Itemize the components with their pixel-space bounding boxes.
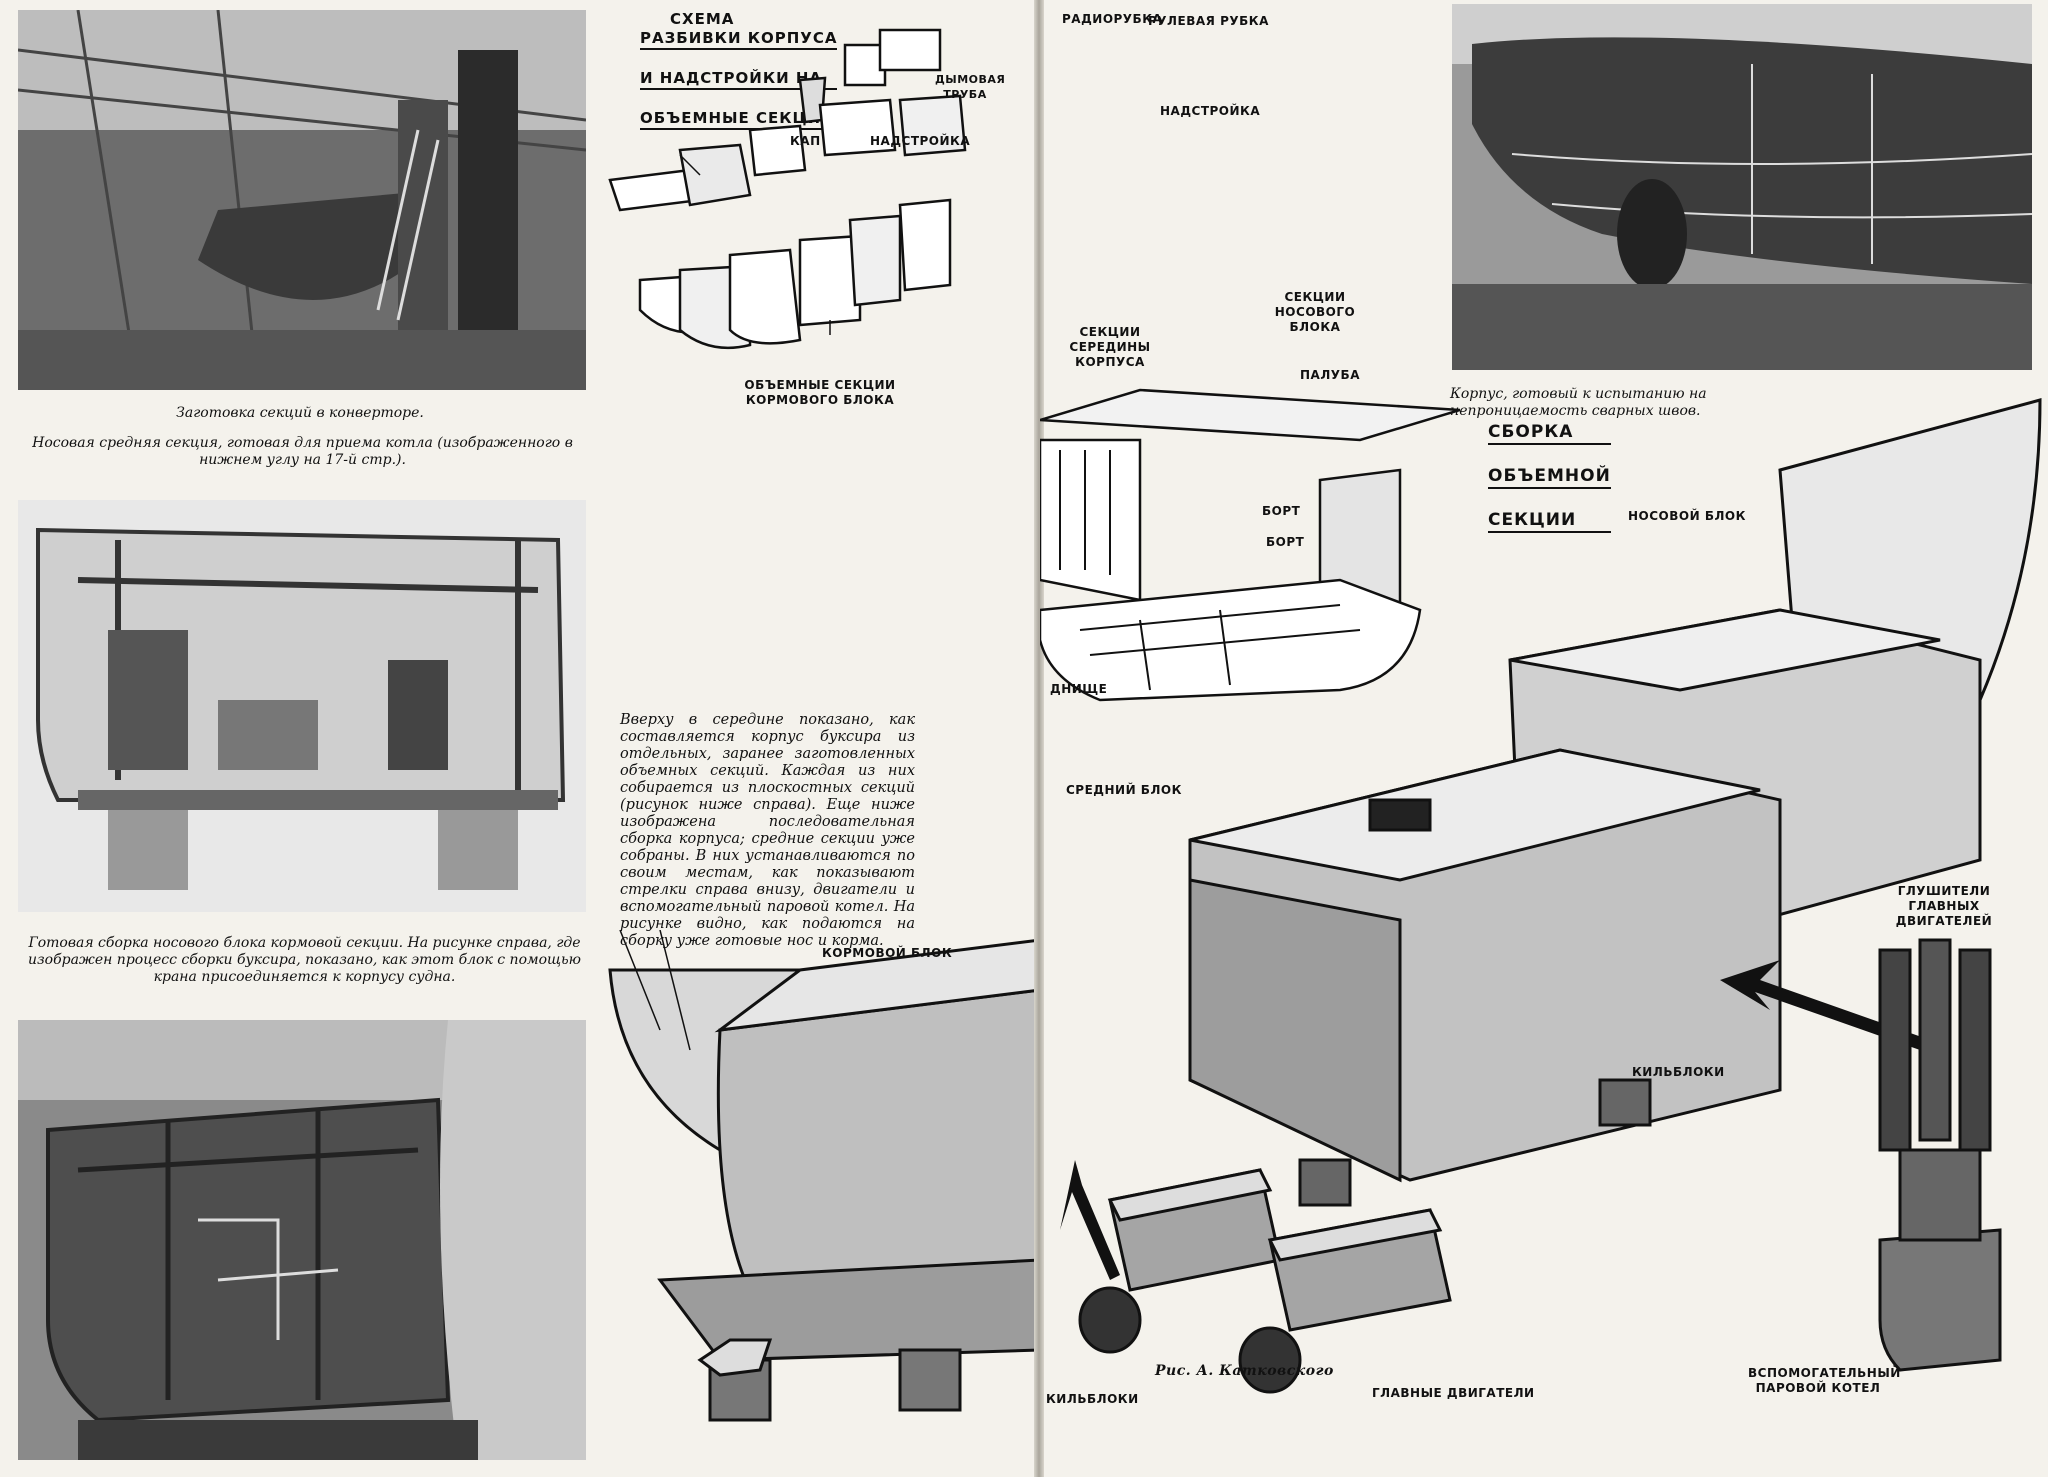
- scheme-title-line2: разбивки корпуса: [640, 29, 838, 50]
- label-middle-block: Средний блок: [1066, 783, 1182, 797]
- assembly-title-line1: Сборка: [1488, 422, 1611, 445]
- scheme-title-line3: и надстройки на: [640, 69, 838, 90]
- label-funnel: Дымовая труба: [935, 73, 1006, 101]
- label-stern-sections: Объемные секции кормового блока: [744, 378, 896, 407]
- label-main-engines: Главные двигатели: [1372, 1386, 1535, 1400]
- assembly-title-line2: объемной: [1488, 466, 1611, 489]
- label-stern-block: Кормовой блок: [822, 946, 953, 960]
- caption-bow-mid-section: Носовая средняя секция, готовая для прие…: [32, 435, 573, 468]
- label-bow-sections: Секции носового блока: [1274, 290, 1356, 334]
- label-superstructure-right: Надстройка: [1160, 104, 1261, 118]
- label-bottom: Днище: [1050, 682, 1108, 696]
- label-radio-room: Радиорубка: [1062, 12, 1163, 26]
- label-deck: Палуба: [1300, 368, 1360, 382]
- body-text: Вверху в середине показано, как составля…: [620, 712, 915, 949]
- label-boiler: Вспомогательный паровой котел: [1748, 1366, 1901, 1395]
- section-assembly-drawing: [1040, 388, 1460, 702]
- assembly-title: Сборка объемной секции: [1488, 422, 1611, 533]
- label-side-1: Борт: [1262, 504, 1301, 518]
- label-kap: Кап: [790, 134, 821, 148]
- scheme-title: Схема разбивки корпуса и надстройки на о…: [640, 10, 838, 130]
- artist-credit: Рис. А. Катковского: [1155, 1363, 1334, 1379]
- label-mufflers: Глушители главных двигателей: [1895, 884, 1993, 928]
- hull-assembly-drawing: [1060, 398, 2042, 1394]
- label-mid-sections: Секции середины корпуса: [1069, 325, 1151, 369]
- caption-hull-test: Корпус, готовый к испытанию на непроница…: [1450, 386, 1707, 419]
- photo-stern-block-assembly: [18, 1020, 586, 1460]
- stern-block-drawing: [608, 930, 1040, 1422]
- assembly-title-line3: секции: [1488, 510, 1611, 533]
- photo-hull-test: [1452, 4, 2032, 370]
- label-superstructure-left: Надстройка: [870, 134, 971, 148]
- caption-converter: Заготовка секций в конверторе.: [176, 405, 424, 421]
- label-keel-blocks: Кильблоки: [1632, 1065, 1725, 1079]
- scheme-title-line4: объемные секции: [640, 109, 838, 130]
- label-keel-blocks-bottom: Кильблоки: [1046, 1392, 1139, 1406]
- label-bow-block: Носовой блок: [1628, 509, 1746, 523]
- label-wheelhouse: Рулевая рубка: [1148, 14, 1269, 28]
- scheme-title-line1: Схема: [670, 10, 735, 28]
- page-gutter: [1034, 0, 1044, 1477]
- label-side-2: Борт: [1266, 535, 1305, 549]
- caption-bow-block-stern: Готовая сборка носового блока кормовой с…: [28, 935, 581, 985]
- photo-bow-mid-section: [18, 500, 586, 912]
- photo-converter-sections: [18, 10, 586, 390]
- scheme-exploded-sections-drawing: [608, 28, 967, 350]
